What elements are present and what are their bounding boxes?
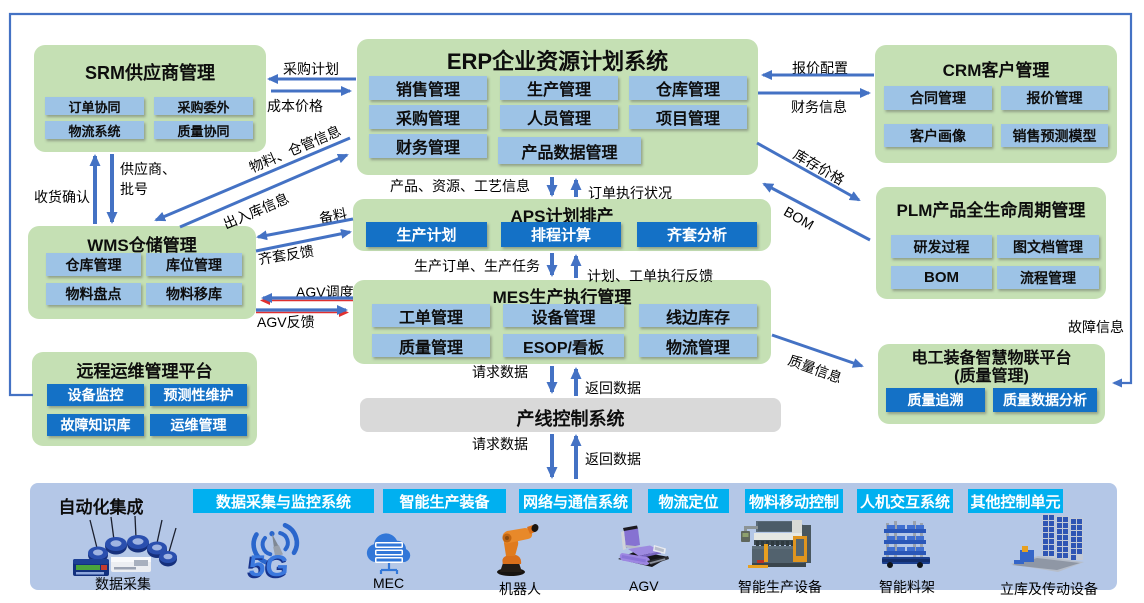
svg-text:5G: 5G — [246, 550, 289, 582]
svg-text:5G: 5G — [248, 550, 290, 582]
